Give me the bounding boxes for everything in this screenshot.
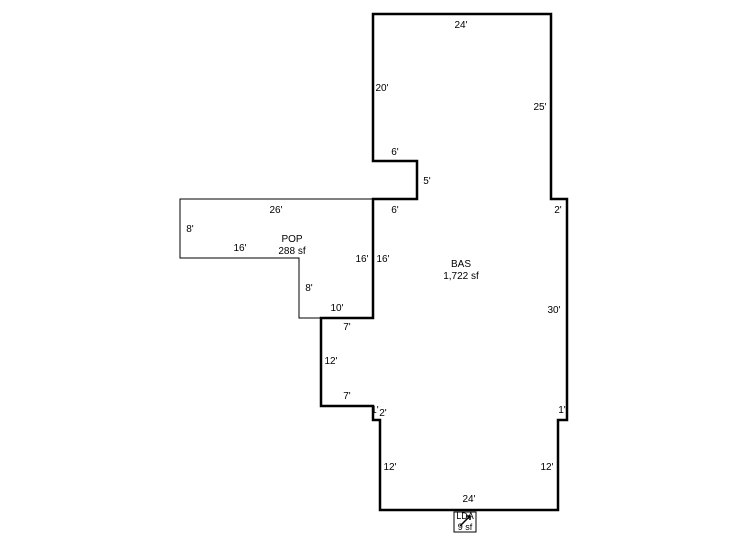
dim-bas-left-upper: 20': [375, 83, 388, 94]
dim-bas-notch-bottom: 6': [391, 205, 399, 216]
dim-bas-top: 24': [454, 20, 467, 31]
pop-outline: [179, 198, 373, 319]
dim-bas-step-bottom: 7': [343, 391, 351, 402]
dim-pop-inner: 8': [305, 283, 313, 294]
dim-bas-bottom: 24': [462, 494, 475, 505]
dim-pop-right-upper: 16': [355, 254, 368, 265]
pop-area-label: 288 sf: [278, 246, 305, 257]
dim-bas-left-lower: 12': [324, 356, 337, 367]
lda-arrow-icon: [459, 515, 471, 527]
dim-bas-jog-left-a: 1': [371, 405, 379, 416]
dim-bas-left-mid: 16': [376, 254, 389, 265]
dim-bas-notch-side: 5': [423, 176, 431, 187]
lda-box: [453, 511, 477, 533]
lda-area-label: 9 sf: [458, 522, 473, 532]
dim-bas-right-step: 2': [554, 205, 562, 216]
dim-bas-notch-top: 6': [391, 147, 399, 158]
dim-pop-bottom: 16': [233, 243, 246, 254]
dim-pop-step: 10': [330, 303, 343, 314]
dim-bas-jog-right: 1': [558, 405, 566, 416]
bas-area-label: 1,722 sf: [443, 271, 479, 282]
dim-bas-right-upper: 25': [533, 102, 546, 113]
lda-code-label: LDA: [456, 511, 474, 521]
dim-bas-right-mid: 30': [547, 305, 560, 316]
pop-code-label: POP: [281, 234, 302, 245]
dim-bas-step-top: 7': [343, 322, 351, 333]
dim-bas-left-bottom: 12': [383, 462, 396, 473]
dim-pop-left: 8': [186, 224, 194, 235]
bas-code-label: BAS: [451, 259, 471, 270]
dim-bas-right-bottom: 12': [540, 462, 553, 473]
dim-pop-top: 26': [269, 205, 282, 216]
bas-outline: [319, 12, 569, 512]
dim-bas-jog-left-b: 2': [379, 408, 387, 419]
